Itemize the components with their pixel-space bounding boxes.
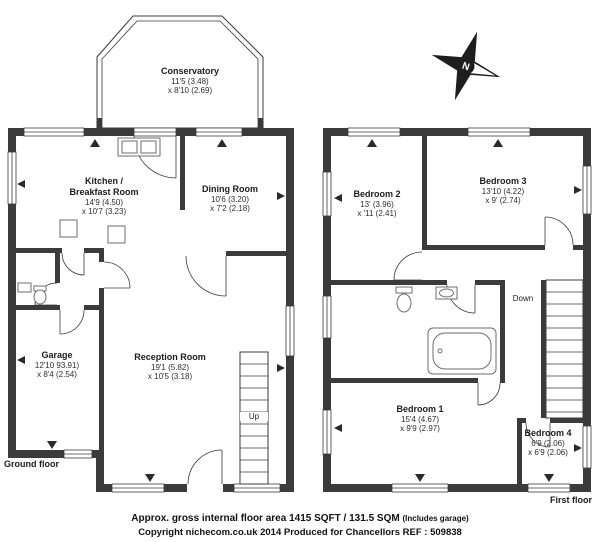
room-name: Bedroom 2 <box>353 189 401 199</box>
room-dimensions: x 10'7 (3.23) <box>81 207 127 217</box>
room-label-garage: Garage 12'10 93.91) x 8'4 (2.54) <box>14 350 100 380</box>
footer-area-note: (Includes garage) <box>402 514 469 523</box>
room-label-kitchen: Kitchen / Breakfast Room 14'9 (4.50) x 1… <box>64 176 144 217</box>
room-label-bedroom2: Bedroom 2 13' (3.96) x '11 (2.41) <box>333 189 421 219</box>
footer-area-line: Approx. gross internal floor area 1415 S… <box>0 513 600 524</box>
room-label-reception: Reception Room 19'1 (5.82) x 10'5 (3.18) <box>118 352 222 382</box>
ground-interior-walls <box>16 136 294 458</box>
toilet-icon <box>395 286 413 313</box>
room-name: Bedroom 1 <box>396 404 444 414</box>
first-floor-plan <box>322 127 592 493</box>
compass-north-label: N <box>461 61 471 74</box>
first-windows <box>322 127 592 493</box>
sink-icon <box>435 286 458 300</box>
ground-dimension-markers <box>17 139 285 482</box>
room-name: Garage <box>41 350 73 360</box>
room-dimensions: x 9' (2.74) <box>485 196 521 206</box>
room-dimensions: 6'9 (2.06) <box>531 438 565 448</box>
stairs-down-label: Down <box>512 294 534 303</box>
room-dimensions: 14'9 (4.50) <box>85 197 123 207</box>
ground-floor-plan <box>7 15 295 493</box>
room-dimensions: 13'10 (4.22) <box>481 186 525 196</box>
compass-icon: N <box>431 31 501 101</box>
room-dimensions: 10'6 (3.20) <box>211 194 249 204</box>
room-dimensions: 13' (3.96) <box>360 199 394 209</box>
room-name: Conservatory <box>160 66 220 76</box>
room-dimensions: 19'1 (5.82) <box>151 362 189 372</box>
room-name: Bedroom 3 <box>479 176 527 186</box>
first-interior-walls <box>331 136 591 484</box>
room-name: Bedroom 4 <box>524 428 572 438</box>
room-dimensions: x 7'2 (2.18) <box>210 204 250 214</box>
ground-door-arcs <box>34 135 227 485</box>
room-dimensions: x 10'5 (3.18) <box>147 372 193 382</box>
room-label-dining: Dining Room 10'6 (3.20) x 7'2 (2.18) <box>185 184 275 214</box>
room-dimensions: x 8'4 (2.54) <box>37 370 77 380</box>
room-name: Dining Room <box>202 184 258 194</box>
first-floor-label: First floor <box>550 495 592 505</box>
kitchen-appliance-icons <box>59 219 126 244</box>
room-dimensions: x '11 (2.41) <box>357 209 397 219</box>
bathtub-icon <box>427 327 497 375</box>
kitchen-sink-icon <box>117 137 161 157</box>
first-dimension-markers <box>334 139 582 482</box>
room-dimensions: x 6'9 (2.06) <box>528 448 568 458</box>
room-dimensions: x 9'9 (2.97) <box>400 424 440 434</box>
ground-windows <box>7 127 295 493</box>
room-label-bedroom3: Bedroom 3 13'10 (4.22) x 9' (2.74) <box>458 176 548 206</box>
room-dimensions: 11'5 (3.48) <box>171 76 209 86</box>
stairs-down-icon <box>545 279 584 419</box>
room-name: Reception Room <box>134 352 206 362</box>
room-label-conservatory: Conservatory 11'5 (3.48) x 8'10 (2.69) <box>130 66 250 96</box>
footer-area-text: Approx. gross internal floor area 1415 S… <box>131 513 400 524</box>
first-door-arcs <box>393 216 574 448</box>
room-label-bedroom1: Bedroom 1 15'4 (4.67) x 9'9 (2.97) <box>370 404 470 434</box>
footer-copyright-line: Copyright nichecom.co.uk 2014 Produced f… <box>138 527 462 538</box>
room-label-bedroom4: Bedroom 4 6'9 (2.06) x 6'9 (2.06) <box>506 428 590 458</box>
wc-fixture-icons <box>17 282 47 305</box>
room-dimensions: 12'10 93.91) <box>34 360 80 370</box>
room-dimensions: 15'4 (4.67) <box>401 414 439 424</box>
ground-floor-label: Ground floor <box>4 459 59 469</box>
room-name: Kitchen / Breakfast Room <box>69 176 139 197</box>
stairs-up-label: Up <box>240 412 268 421</box>
room-dimensions: x 8'10 (2.69) <box>167 86 213 96</box>
